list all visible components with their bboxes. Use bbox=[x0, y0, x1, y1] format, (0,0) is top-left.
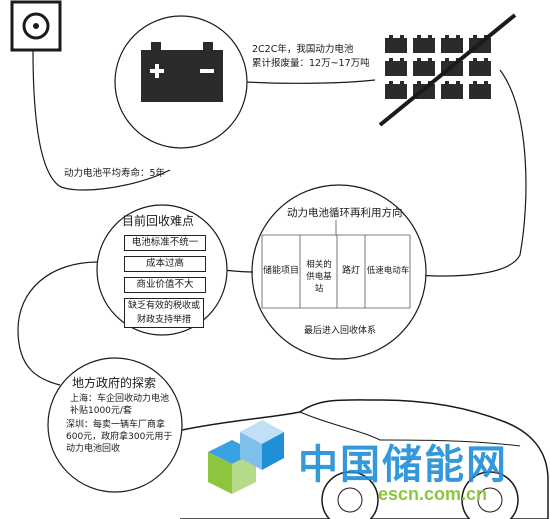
shenzhen-line2: 600元，政府拿300元用于 bbox=[66, 432, 173, 442]
difficulty-item: 缺乏有效的税收或财政支持举措 bbox=[124, 298, 204, 328]
local-gov-title: 地方政府的探索 bbox=[72, 376, 157, 390]
power-cable-line bbox=[32, 49, 171, 191]
battery-icon bbox=[141, 42, 223, 102]
scrapped-batteries-icon bbox=[378, 13, 517, 127]
difficulty-item: 电池标准不统一 bbox=[124, 235, 206, 251]
car-window-line bbox=[299, 411, 521, 447]
connector-line-right bbox=[414, 69, 527, 277]
difficulty-item: 商业价值不大 bbox=[124, 277, 206, 293]
average-lifespan-label: 动力电池平均寿命：5年 bbox=[64, 168, 166, 179]
car-wheel-rear-icon bbox=[461, 471, 519, 519]
car-outline-icon bbox=[180, 399, 549, 519]
car-wheel-front-icon bbox=[321, 471, 379, 519]
watermark-cn-text: 中国储能网 bbox=[298, 441, 508, 488]
local-gov-circle bbox=[47, 357, 183, 493]
battery-scrap-line1: 2C2C年，我国动力电池 bbox=[252, 44, 354, 55]
power-socket-icon bbox=[10, 0, 62, 52]
difficulty-item: 成本过高 bbox=[124, 256, 206, 272]
direction-item: 相关的供电基站 bbox=[306, 260, 332, 294]
shenzhen-line3: 动力电池回收 bbox=[66, 444, 121, 454]
watermark-logo-icon bbox=[208, 420, 284, 494]
shanghai-line1: 上海：车企回收动力电池 bbox=[70, 394, 170, 404]
difficulties-title: 目前回收难点 bbox=[122, 214, 195, 228]
direction-bracket-lines bbox=[261, 220, 411, 309]
shenzhen-line1: 深圳：每卖一辆车厂商拿 bbox=[66, 420, 166, 430]
shanghai-line2: 补贴1000元/套 bbox=[70, 406, 132, 416]
direction-item: 低速电动车 bbox=[366, 266, 410, 276]
battery-scrap-line2: 累计报废量：12万~17万吨 bbox=[252, 58, 370, 69]
direction-item: 路灯 bbox=[341, 266, 360, 276]
connector-line-left bbox=[17, 261, 99, 386]
direction-title: 动力电池循环再利用方向 bbox=[287, 207, 403, 219]
connector-line-top bbox=[246, 79, 376, 84]
direction-item: 储能项目 bbox=[263, 266, 300, 276]
battery-circle bbox=[114, 15, 248, 149]
direction-final: 最后进入回收体系 bbox=[304, 326, 377, 336]
watermark-url-text: escn.com.cn bbox=[378, 484, 488, 504]
